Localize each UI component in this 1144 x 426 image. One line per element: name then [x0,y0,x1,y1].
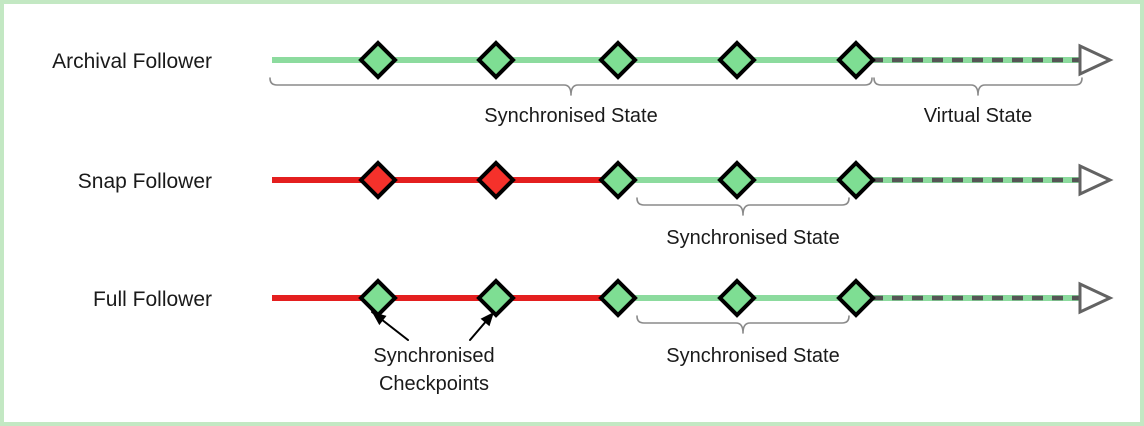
row-label-archival-follower: Archival Follower [52,50,212,73]
snap-sync-brace [636,197,850,216]
archival-virtual-brace [873,77,1083,96]
checkpoint-marker-green-archival-follower-2[interactable] [598,40,638,80]
archival-virtual-brace-label: Virtual State [924,105,1033,127]
checkpoint-marker-red-snap-follower-1[interactable] [476,160,516,200]
checkpoint-marker-green-full-follower-1[interactable] [476,278,516,318]
timeline-arrowhead-snap-follower [1078,163,1114,197]
row-label-snap-follower: Snap Follower [78,170,212,193]
checkpoint-marker-green-full-follower-3[interactable] [717,278,757,318]
synchronised-checkpoints-label-line1: Synchronised [373,345,494,367]
checkpoint-marker-green-full-follower-2[interactable] [598,278,638,318]
synchronised-checkpoints-label-line2: Checkpoints [379,373,489,395]
checkpoint-marker-red-snap-follower-0[interactable] [358,160,398,200]
checkpoint-marker-green-full-follower-4[interactable] [836,278,876,318]
timeline-arrowhead-full-follower [1078,281,1114,315]
annotation-pointer-head-0 [372,312,387,326]
checkpoint-marker-green-archival-follower-0[interactable] [358,40,398,80]
checkpoint-marker-green-archival-follower-4[interactable] [836,40,876,80]
archival-sync-brace [269,77,873,96]
row-label-full-follower: Full Follower [93,288,212,311]
checkpoint-marker-green-archival-follower-1[interactable] [476,40,516,80]
checkpoint-marker-green-snap-follower-2[interactable] [598,160,638,200]
checkpoint-marker-green-snap-follower-3[interactable] [717,160,757,200]
annotation-pointer-head-1 [480,312,494,327]
checkpoint-marker-green-archival-follower-3[interactable] [717,40,757,80]
full-sync-brace-label: Synchronised State [666,345,839,367]
checkpoint-marker-green-snap-follower-4[interactable] [836,160,876,200]
full-sync-brace [636,315,850,334]
timeline-arrowhead-archival-follower [1078,43,1114,77]
snap-sync-brace-label: Synchronised State [666,227,839,249]
archival-sync-brace-label: Synchronised State [484,105,657,127]
